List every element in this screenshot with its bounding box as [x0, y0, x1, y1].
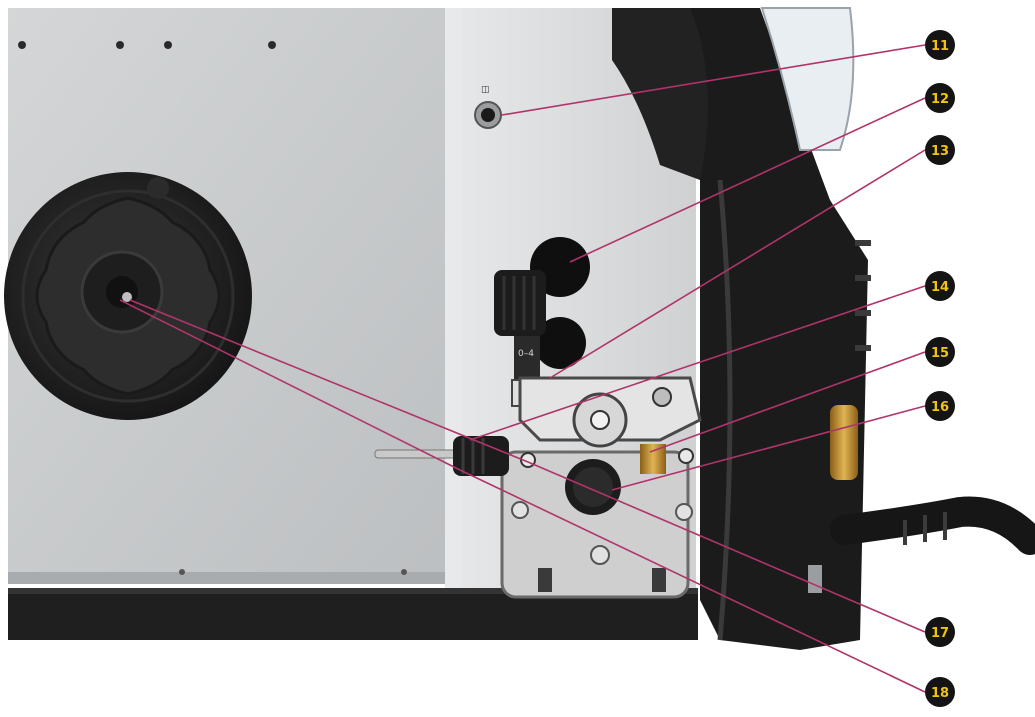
arm-pivot	[652, 387, 672, 407]
callout-11: 11	[925, 30, 955, 60]
callout-badge-label: 12	[931, 92, 949, 107]
spool-spindle	[106, 276, 138, 308]
spindle-highlight	[122, 292, 132, 302]
callout-line-15	[649, 351, 926, 453]
euro-connector	[830, 405, 858, 480]
vent-slot	[855, 310, 871, 316]
callout-12: 12	[925, 83, 955, 113]
feed-roller-cap	[573, 467, 613, 507]
front-panel-edge	[717, 179, 733, 641]
panel-screw	[401, 569, 407, 575]
feeder-screw	[590, 545, 610, 565]
feeder-screw	[675, 503, 693, 521]
knob-grip	[494, 270, 546, 336]
callout-badge-label: 18	[931, 686, 949, 701]
callout-badge-label: 17	[931, 626, 949, 641]
panel-screw	[18, 41, 26, 49]
callout-badge-label: 11	[931, 39, 949, 54]
inlet-guide-rod	[374, 449, 458, 459]
base-highlight	[8, 588, 698, 594]
cable-ridges	[903, 512, 947, 545]
mounting-bolt	[538, 568, 552, 592]
callout-line-17a	[129, 299, 529, 463]
front-handle	[612, 8, 720, 180]
ground-terminal	[808, 565, 822, 593]
callout-line-13	[549, 149, 926, 379]
vent-slot	[855, 275, 871, 281]
callout-badges: 11 12 13 14 15 16 17 18	[925, 30, 955, 707]
mounting-bolt	[652, 568, 666, 592]
feeder-screw	[678, 448, 694, 464]
panel-screw	[164, 41, 172, 49]
wire-spool-holder	[4, 172, 252, 420]
callout-13: 13	[925, 135, 955, 165]
panel-screw	[179, 569, 185, 575]
switch-toggle	[481, 108, 495, 122]
brass-outlet-guide	[640, 444, 666, 474]
spool-lock-pin	[147, 177, 169, 199]
callout-line-12	[569, 97, 926, 263]
front-bezel	[612, 7, 1035, 650]
callout-badge-label: 13	[931, 144, 949, 159]
callout-badge-label: 15	[931, 346, 949, 361]
callout-line-16	[611, 405, 926, 491]
front-panel	[690, 8, 868, 650]
callout-16: 16	[925, 391, 955, 421]
callout-line-14	[469, 285, 926, 441]
callout-lines	[119, 44, 926, 693]
torch-cable	[830, 496, 1035, 555]
callout-badge-circle	[925, 337, 955, 367]
callout-badge-circle	[925, 135, 955, 165]
panel-divider	[445, 8, 461, 588]
callout-17: 17	[925, 617, 955, 647]
callout-badge-circle	[925, 30, 955, 60]
callout-line-17b	[527, 461, 926, 633]
display-window	[760, 7, 855, 151]
switch-symbol: ◫	[481, 85, 490, 95]
knob-grip-ridges	[502, 276, 536, 330]
spool-rim-line	[21, 189, 235, 403]
pressure-roller-bolt	[590, 410, 610, 430]
polarity-switch: ◫	[474, 85, 502, 129]
callout-badge-label: 16	[931, 400, 949, 415]
callout-badge-circle	[925, 677, 955, 707]
callout-14: 14	[925, 271, 955, 301]
panel-screw	[116, 41, 124, 49]
vent-slot	[855, 240, 871, 246]
callout-line-11	[501, 44, 926, 116]
callout-badge-label: 14	[931, 280, 949, 295]
panel-bottom-rail	[8, 572, 448, 584]
callout-badge-circle	[925, 391, 955, 421]
wire-feeder	[374, 376, 702, 599]
tension-knob: 0–4	[494, 270, 546, 407]
callout-line-18a	[119, 299, 461, 471]
callout-badge-circle	[925, 83, 955, 113]
feeder-backplate	[500, 450, 690, 599]
cable-passage-lower	[534, 317, 586, 369]
callout-18: 18	[925, 677, 955, 707]
panel-screw	[268, 41, 276, 49]
callout-badge-circle	[925, 271, 955, 301]
knob-scale: 0–4	[518, 349, 534, 359]
callout-15: 15	[925, 337, 955, 367]
callout-line-18b	[459, 469, 926, 693]
inlet-guide-body	[453, 436, 509, 476]
vent-slot	[855, 345, 871, 351]
callout-badge-circle	[925, 617, 955, 647]
feeder-screw	[511, 501, 529, 519]
